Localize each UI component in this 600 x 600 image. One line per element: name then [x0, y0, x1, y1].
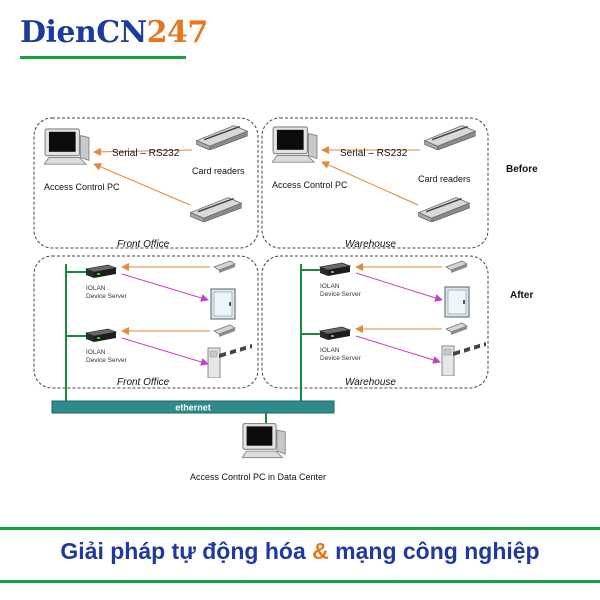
card-reader-icon: [423, 124, 477, 150]
device-server-icon: [319, 326, 351, 341]
footer-top-rule: [0, 527, 600, 530]
control-arrow: [355, 335, 441, 364]
after-front-office-box: [33, 255, 259, 389]
card-reader-icon: [195, 124, 249, 150]
control-arrow: [121, 337, 209, 366]
device-server-label: Device Server: [86, 293, 128, 300]
barrier-gate-icon: [441, 341, 487, 376]
card-readers-label: Card readers: [192, 166, 245, 176]
device-server-label: Device Server: [86, 357, 128, 364]
ethernet-bar: [51, 400, 335, 414]
after-warehouse-panel: IOLAN Device Server IOLAN Device Server …: [261, 255, 489, 402]
warehouse-label: Warehouse: [345, 377, 396, 388]
card-reader-icon: [417, 196, 471, 222]
device-server-label: Device Server: [320, 355, 362, 362]
tagline-part1: Giải pháp tự động hóa: [60, 538, 313, 564]
card-reader-icon: [213, 324, 236, 338]
control-arrow: [121, 273, 209, 302]
serial-arrow: [93, 163, 191, 206]
ethernet-bus: ethernet: [51, 400, 335, 428]
datacenter-pc-label: Access Control PC in Data Center: [190, 472, 326, 482]
warehouse-label: Warehouse: [345, 239, 396, 250]
before-warehouse-box: [261, 117, 489, 249]
serial-arrow: [321, 161, 419, 206]
serial-label: Serial – RS232: [340, 148, 408, 159]
card-reader-icon: [445, 260, 468, 274]
access-pc-icon: [272, 126, 318, 163]
tagline-ampersand: &: [312, 538, 329, 564]
door-icon: [444, 286, 470, 318]
after-warehouse-box: [261, 255, 489, 389]
device-server-icon: [85, 264, 117, 279]
brand-logo: DienCN247: [20, 18, 208, 48]
device-server-label: Device Server: [320, 291, 362, 298]
device-server-icon: [319, 262, 351, 277]
access-pc-label: Access Control PC: [272, 180, 348, 190]
before-front-office-box: [33, 117, 259, 249]
iolan-label: IOLAN: [86, 285, 106, 292]
brand-name-part2: 247: [146, 15, 209, 50]
iolan-label: IOLAN: [320, 347, 340, 354]
card-reader-icon: [189, 196, 243, 222]
access-pc-label: Access Control PC: [44, 182, 120, 192]
iolan-label: IOLAN: [320, 283, 340, 290]
front-office-label: Front Office: [117, 239, 170, 250]
after-front-office-panel: IOLAN Device Server IOLAN Device Server …: [33, 255, 259, 402]
before-warehouse-panel: Access Control PC Serial – RS232 Card re…: [261, 117, 489, 250]
card-readers-label: Card readers: [418, 174, 471, 184]
ethernet-label: ethernet: [175, 403, 211, 413]
card-reader-icon: [445, 322, 468, 336]
front-office-label: Front Office: [117, 377, 170, 388]
iolan-label: IOLAN: [86, 349, 106, 356]
footer-tagline: Giải pháp tự động hóa & mạng công nghiệp: [0, 540, 600, 563]
device-server-icon: [85, 328, 117, 343]
control-arrow: [355, 272, 443, 302]
footer-bottom-rule: [0, 580, 600, 583]
access-pc-icon: [44, 128, 90, 165]
before-label: Before: [506, 164, 538, 175]
tagline-part2: mạng công nghiệp: [328, 538, 540, 564]
card-reader-icon: [213, 260, 236, 274]
datacenter-pc: Access Control PC in Data Center: [190, 423, 326, 482]
access-pc-icon: [242, 423, 286, 459]
barrier-gate-icon: [207, 343, 253, 378]
serial-label: Serial – RS232: [112, 148, 180, 159]
before-front-office-panel: Access Control PC Serial – RS232 Card re…: [33, 117, 259, 250]
after-label: After: [510, 290, 533, 301]
brand-underline: [20, 56, 186, 59]
door-icon: [210, 288, 236, 320]
brand-name-part1: DienCN: [20, 15, 147, 50]
serial-arrow: [93, 147, 193, 156]
